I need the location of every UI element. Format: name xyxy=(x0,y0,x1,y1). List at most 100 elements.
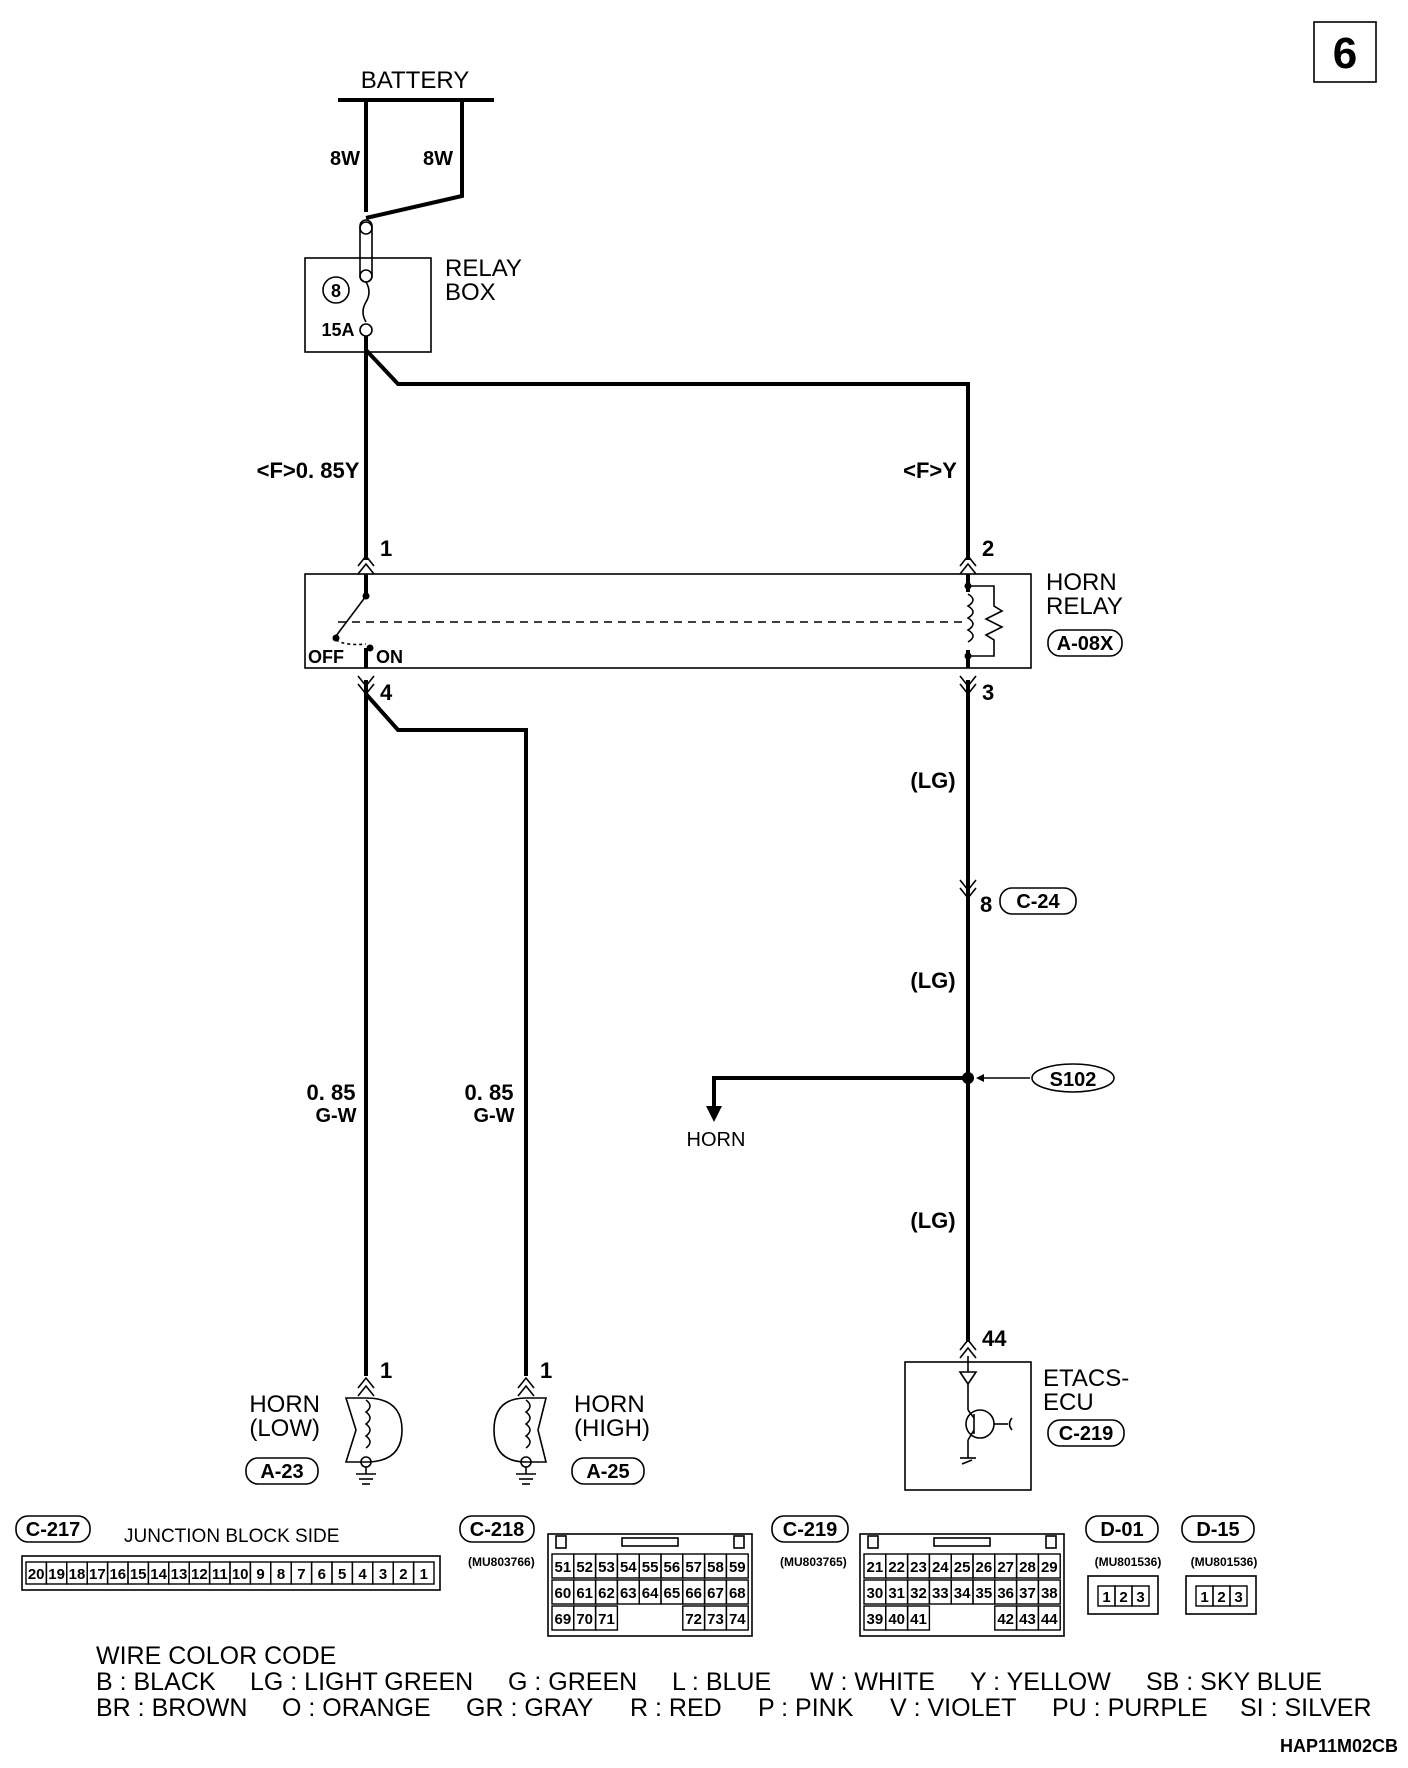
horn-high-wire-gauge: 0. 85 xyxy=(465,1080,514,1105)
d01-pin: 2 xyxy=(1119,1589,1127,1606)
c219-pin: 38 xyxy=(1041,1585,1058,1602)
horn-high-connector: A-25 xyxy=(586,1461,629,1483)
c219-pin: 23 xyxy=(910,1559,927,1576)
c219-pin: 40 xyxy=(888,1611,905,1628)
etacs-label-2: ECU xyxy=(1043,1389,1094,1416)
c219-pin: 31 xyxy=(888,1585,905,1602)
c218-pin: 52 xyxy=(576,1559,593,1576)
horn-low-icon xyxy=(344,1397,403,1485)
relay-off-label: OFF xyxy=(308,647,344,667)
wcc-si: SI : SILVER xyxy=(1240,1694,1372,1722)
horn-low-label-2: (LOW) xyxy=(249,1415,320,1442)
c217-pin: 19 xyxy=(48,1566,65,1583)
c219-label: C-219 xyxy=(783,1519,837,1541)
relay-box-label-1: RELAY xyxy=(445,255,522,282)
horn-relay-connector: A-08X xyxy=(1057,633,1114,655)
c24-connector: C-24 xyxy=(1016,891,1060,913)
relay-on-label: ON xyxy=(376,647,403,667)
wcc-lg: LG : LIGHT GREEN xyxy=(250,1668,473,1696)
c219-pin: 44 xyxy=(1041,1611,1058,1628)
c218-pin: 58 xyxy=(707,1559,724,1576)
c218-pin: 66 xyxy=(685,1585,702,1602)
d01-part: (MU801536) xyxy=(1095,1555,1162,1569)
relay-pin-1: 1 xyxy=(380,536,392,561)
c219-pin: 41 xyxy=(910,1611,927,1628)
horn-branch-label: HORN xyxy=(687,1129,746,1151)
horn-relay-label-2: RELAY xyxy=(1046,593,1123,620)
c219-pin: 36 xyxy=(997,1585,1014,1602)
c219-pin: 21 xyxy=(867,1559,884,1576)
d15-pin: 1 xyxy=(1200,1589,1208,1606)
horn-high-connector-box xyxy=(571,1457,645,1485)
battery-wire-right xyxy=(365,100,464,220)
c219-pin: 32 xyxy=(910,1585,927,1602)
c217-pin: 6 xyxy=(318,1566,326,1583)
horn-low-connector: A-23 xyxy=(260,1461,303,1483)
c217-pin: 10 xyxy=(232,1566,249,1583)
horn-low-connector-box xyxy=(245,1457,319,1485)
c219-pin: 25 xyxy=(954,1559,971,1576)
relay-pin-3: 3 xyxy=(982,680,994,705)
c217-pin: 13 xyxy=(171,1566,188,1583)
c217-body xyxy=(21,1555,441,1591)
c217-pin: 20 xyxy=(28,1566,45,1583)
c217-pin: 9 xyxy=(256,1566,264,1583)
c218-pin: 61 xyxy=(576,1585,593,1602)
wire-lg-label-1: (LG) xyxy=(910,768,955,793)
c217-pin: 4 xyxy=(358,1566,367,1583)
relay-resistor-icon xyxy=(968,585,1004,657)
c218-label: C-218 xyxy=(470,1519,524,1541)
wcc-p: P : PINK xyxy=(758,1694,854,1722)
horn-high-wire-color: G-W xyxy=(473,1105,514,1127)
wcc-br: BR : BROWN xyxy=(96,1694,247,1722)
c218-pin: 64 xyxy=(642,1585,659,1602)
d01-pin: 3 xyxy=(1136,1589,1144,1606)
wcc-r: R : RED xyxy=(630,1694,722,1722)
c217-pin: 5 xyxy=(338,1566,346,1583)
d15-pin: 2 xyxy=(1217,1589,1225,1606)
c217-pin: 1 xyxy=(420,1566,428,1583)
c217-pin: 11 xyxy=(212,1566,228,1583)
horn-high-icon xyxy=(493,1397,548,1485)
c219-pin: 28 xyxy=(1019,1559,1036,1576)
etacs-input-triangle-icon xyxy=(958,1371,978,1386)
wcc-o: O : ORANGE xyxy=(282,1694,431,1722)
c217-pin: 15 xyxy=(130,1566,147,1583)
c219-pin: 35 xyxy=(976,1585,993,1602)
relay-box-label-2: BOX xyxy=(445,279,496,306)
c219-pin: 39 xyxy=(867,1611,884,1628)
diagram-code: HAP11M02CB xyxy=(1280,1736,1398,1756)
horn-branch-arrow-icon xyxy=(706,1106,722,1122)
horn-low-pin: 1 xyxy=(380,1358,392,1383)
horn-relay-connector-box xyxy=(1047,629,1123,657)
d01-body xyxy=(1087,1575,1159,1615)
d15-part: (MU801536) xyxy=(1191,1555,1258,1569)
wire-label-right-top: <F>Y xyxy=(903,458,957,483)
d01-label: D-01 xyxy=(1100,1519,1143,1541)
battery-label: BATTERY xyxy=(361,67,469,94)
c219-pin: 26 xyxy=(976,1559,993,1576)
etacs-ecu-outline xyxy=(904,1361,1032,1491)
etacs-connector-box xyxy=(1047,1419,1125,1447)
wire-color-code-title: WIRE COLOR CODE xyxy=(96,1642,336,1670)
c24-pin: 8 xyxy=(980,892,992,917)
c218-pin: 60 xyxy=(555,1585,572,1602)
c217-pin: 7 xyxy=(297,1566,305,1583)
fuse-rating: 15A xyxy=(321,320,354,340)
c217-pin: 14 xyxy=(150,1566,167,1583)
c217-pin: 16 xyxy=(109,1566,126,1583)
relay-coil-icon xyxy=(966,593,974,643)
fuse-number: 8 xyxy=(331,281,341,301)
c24-connector-box xyxy=(999,887,1077,915)
c218-pin: 73 xyxy=(707,1611,724,1628)
c218-pin: 62 xyxy=(598,1585,615,1602)
wire-to-horn-high xyxy=(364,692,528,1376)
wire-lg-label-3: (LG) xyxy=(910,1208,955,1233)
c218-pin: 68 xyxy=(729,1585,746,1602)
splice-pointer-arrow-icon xyxy=(976,1074,984,1082)
c217-pin: 18 xyxy=(69,1566,86,1583)
wire-8w-right: 8W xyxy=(423,148,453,170)
